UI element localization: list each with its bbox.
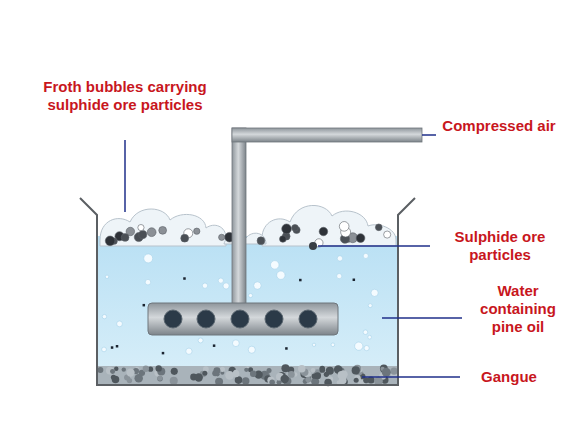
gangue-layer — [97, 364, 398, 386]
leader-lines — [125, 135, 462, 377]
air-sparger — [148, 303, 338, 335]
air-pipe-vertical — [232, 128, 246, 306]
part-label: Sulphide ore particles — [434, 228, 566, 264]
froth-layer — [100, 205, 396, 246]
air-pipe-horizontal — [232, 128, 422, 142]
tank-outline — [80, 198, 415, 385]
part-label: Water containing pine oil — [466, 282, 570, 336]
part-label: Froth bubbles carrying sulphide ore part… — [40, 78, 210, 114]
part-label: Compressed air — [440, 117, 558, 135]
sparger-holes — [164, 310, 317, 328]
water-fill — [98, 236, 398, 385]
part-label: Gangue — [464, 368, 554, 386]
